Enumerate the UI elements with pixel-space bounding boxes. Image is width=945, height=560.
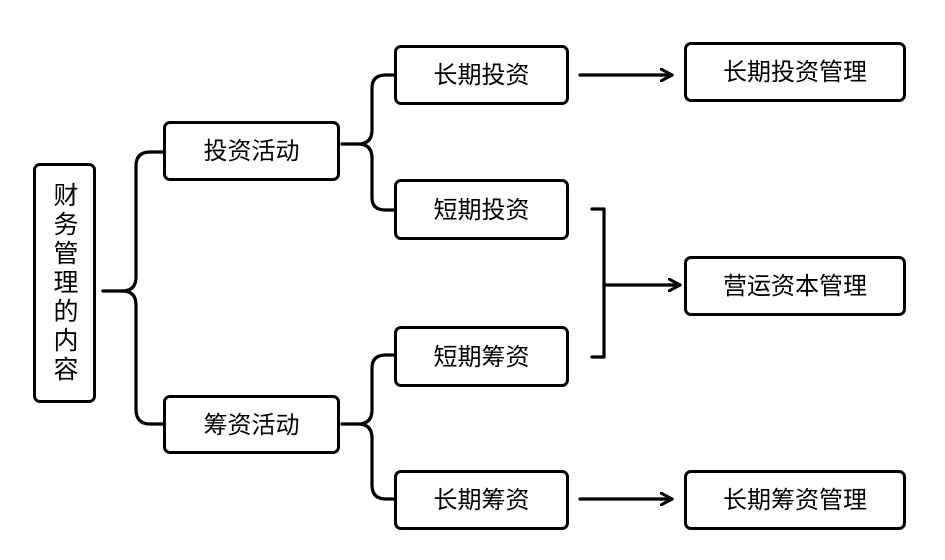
short-term-investment-label: 短期投资 xyxy=(433,195,530,224)
long-term-financing-label: 长期筹资 xyxy=(433,486,530,514)
short-term-investment-node: 短期投资 xyxy=(394,179,569,240)
long-term-financing-node: 长期筹资 xyxy=(394,470,569,530)
financing-activity-label: 筹资活动 xyxy=(203,410,300,439)
short-term-bracket xyxy=(590,207,606,359)
root-brace-lower xyxy=(120,289,165,426)
long-term-investment-label: 长期投资 xyxy=(433,61,530,89)
short-term-financing-node: 短期筹资 xyxy=(394,326,569,387)
investment-brace xyxy=(340,73,396,146)
long-term-investment-node: 长期投资 xyxy=(394,45,569,105)
long-term-investment-mgmt-label: 长期投资管理 xyxy=(723,58,867,86)
root-node: 财务管理的内容 xyxy=(33,163,96,403)
working-capital-mgmt-node: 营运资本管理 xyxy=(684,256,906,316)
working-capital-mgmt-label: 营运资本管理 xyxy=(723,272,867,300)
short-term-financing-label: 短期筹资 xyxy=(433,342,530,371)
long-term-financing-mgmt-node: 长期筹资管理 xyxy=(684,470,906,530)
long-term-financing-mgmt-label: 长期筹资管理 xyxy=(723,486,867,514)
investment-activity-label: 投资活动 xyxy=(203,137,300,165)
investment-brace-lower xyxy=(356,142,396,212)
investment-activity-node: 投资活动 xyxy=(163,121,340,181)
long-term-investment-mgmt-node: 长期投资管理 xyxy=(684,42,906,102)
financing-activity-node: 筹资活动 xyxy=(163,395,340,454)
financing-brace xyxy=(340,353,396,426)
financing-brace-lower xyxy=(356,422,396,501)
root-label: 财务管理的内容 xyxy=(50,181,79,385)
root-brace xyxy=(101,150,165,293)
